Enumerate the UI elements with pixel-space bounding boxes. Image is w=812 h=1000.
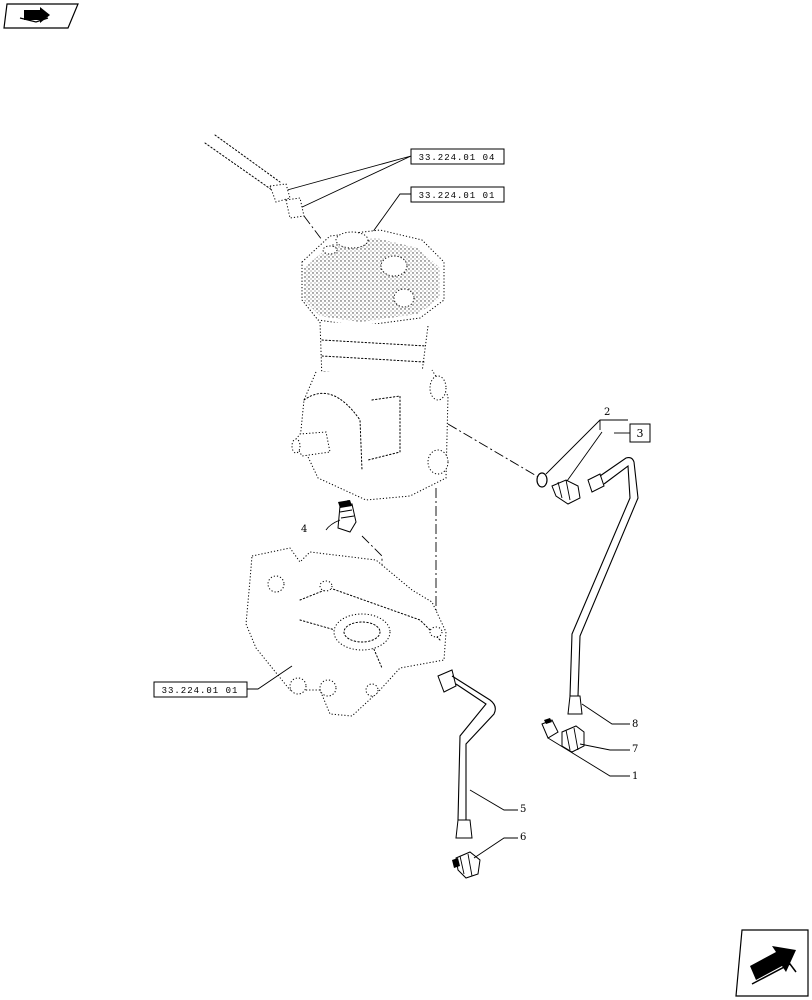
- mounting-bracket: [245, 547, 447, 717]
- part-number-4: 4: [301, 524, 307, 535]
- air-compressor: [291, 229, 449, 501]
- part-number-7: 7: [632, 744, 638, 755]
- reference-callout-bottom[interactable]: 33.224.01 01: [153, 681, 248, 698]
- pipe-8[interactable]: [567, 456, 639, 715]
- elbow-fitting-7[interactable]: [561, 725, 585, 753]
- pipe-5[interactable]: [437, 669, 496, 839]
- outlet-elbow: [551, 479, 581, 505]
- reference-text-bottom: 33.224.01 01: [162, 686, 239, 696]
- part-number-8: 8: [632, 719, 638, 730]
- reference-text-top: 33.224.01 04: [419, 153, 496, 163]
- book-arrow-icon[interactable]: [3, 3, 79, 29]
- reference-callout-middle[interactable]: 33.224.01 01: [410, 186, 505, 203]
- air-hose: [204, 134, 323, 241]
- elbow-fitting-6[interactable]: [452, 851, 481, 879]
- kit-label-3: 3: [637, 427, 644, 440]
- next-page-arrow-icon[interactable]: [735, 929, 809, 997]
- elbow-fitting-4[interactable]: [337, 500, 357, 533]
- part-number-5: 5: [520, 804, 526, 815]
- kit-box-3[interactable]: 3: [629, 423, 651, 443]
- pipe-nut-top: [587, 473, 605, 493]
- connector-1[interactable]: [541, 718, 559, 739]
- part-number-2: 2: [604, 407, 610, 418]
- reference-text-middle: 33.224.01 01: [419, 191, 496, 201]
- reference-callout-top[interactable]: 33.224.01 04: [410, 148, 505, 165]
- seal-ring-2[interactable]: [536, 472, 548, 488]
- part-number-1: 1: [632, 771, 638, 782]
- part-number-6: 6: [520, 832, 526, 843]
